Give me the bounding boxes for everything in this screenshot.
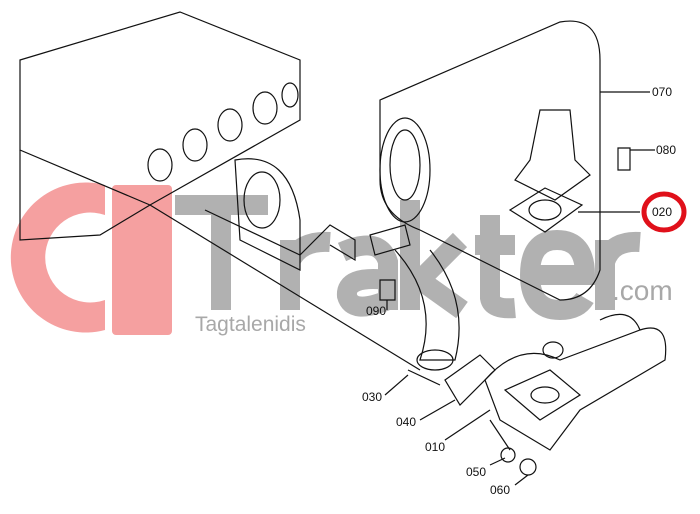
heat-shield [204,158,356,271]
exhaust-pipe [394,249,667,451]
stud-030 [407,369,441,386]
nut-060 [519,458,537,476]
watermark-tagline: Tagtalenidis [195,313,306,336]
bolt-080 [617,147,631,171]
watermark-brand-logo [175,195,641,321]
part-label-030[interactable]: 030 [362,390,383,404]
part-label-010[interactable]: 010 [425,440,446,454]
muffler-070 [379,20,601,301]
bracket [369,224,411,256]
highlight-circle-020 [641,191,687,233]
trakter-logo-icon [10,182,172,335]
part-label-040[interactable]: 040 [396,415,417,429]
part-label-090[interactable]: 090 [366,304,387,318]
part-label-080[interactable]: 080 [656,143,677,157]
gasket-020 [508,187,584,233]
nut-050 [500,447,516,463]
engine-block [19,11,301,241]
part-label-070[interactable]: 070 [652,85,673,99]
watermark-suffix: .com [612,275,673,306]
part-label-050[interactable]: 050 [466,465,487,479]
bolt-090 [379,279,396,301]
part-label-060[interactable]: 060 [490,483,511,497]
part-label-020[interactable]: 020 [652,205,673,219]
